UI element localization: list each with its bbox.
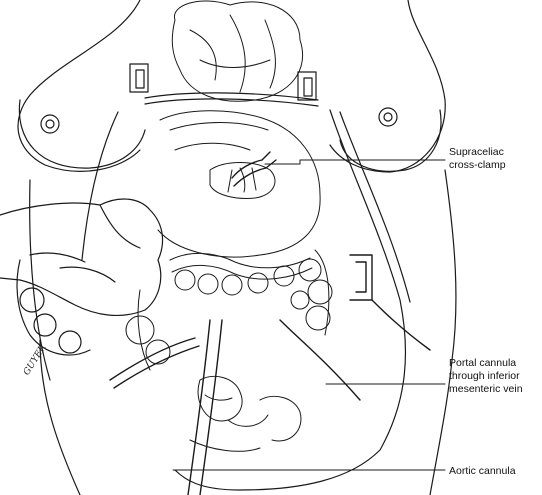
torso-outline <box>17 0 457 495</box>
breast-left <box>18 99 146 169</box>
label-line: Supraceliac <box>449 146 504 158</box>
label-line: through inferior <box>449 370 520 382</box>
label-line: mesenteric vein <box>449 383 523 395</box>
label-line: Aortic cannula <box>449 465 516 477</box>
liver-stomach <box>157 110 321 258</box>
upper-organ-mass <box>171 0 304 102</box>
bowel-loops <box>125 249 333 371</box>
label-line: cross-clamp <box>449 159 506 171</box>
retractors <box>129 63 317 101</box>
leader-supraceliac <box>264 159 446 165</box>
label-aortic-cannula: Aortic cannula <box>449 465 516 478</box>
label-portal-cannula: Portal cannula through inferior mesenter… <box>449 357 523 396</box>
leader-lines <box>172 159 446 471</box>
retracting-hand <box>0 198 164 356</box>
lower-intestine <box>189 376 302 452</box>
portal-cannula <box>187 254 431 495</box>
label-line: Portal cannula <box>449 357 517 369</box>
breast-right <box>339 107 442 172</box>
label-supraceliac-cross-clamp: Supraceliac cross-clamp <box>449 146 506 172</box>
incision-edges <box>81 92 411 491</box>
aortic-cannula <box>109 337 200 389</box>
